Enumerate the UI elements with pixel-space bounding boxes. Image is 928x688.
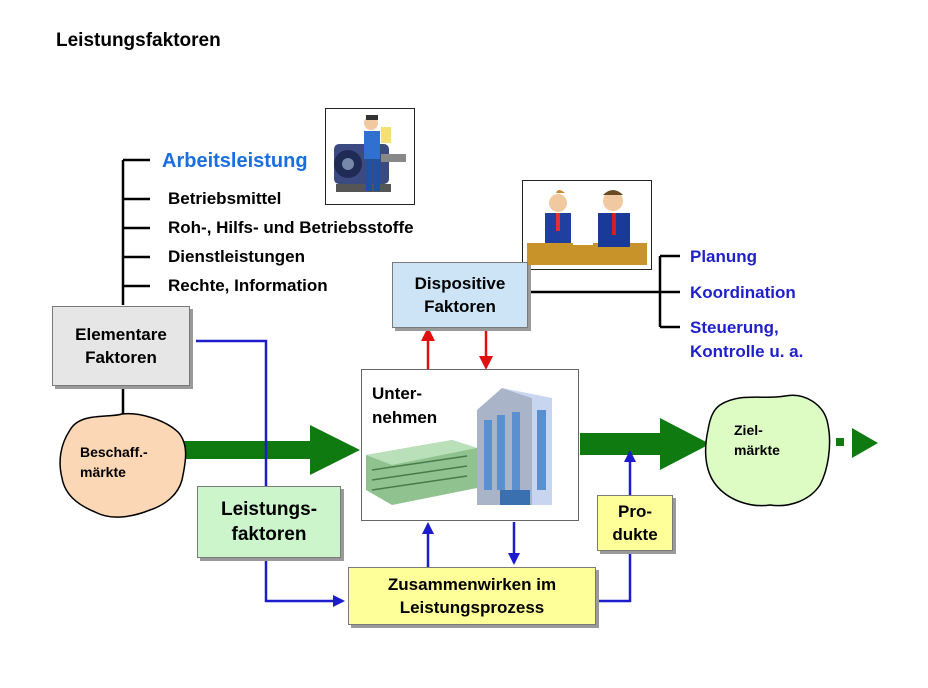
dispositive-box-line: Dispositive xyxy=(414,274,506,293)
ziel-label: Ziel- märkte xyxy=(734,420,780,460)
green-arrow-right xyxy=(580,418,710,470)
green-small-arrow xyxy=(852,428,878,458)
leistungsfaktoren-box: Leistungs- faktoren xyxy=(197,486,341,558)
dispositive-item: Kontrolle u. a. xyxy=(690,342,804,361)
elementare-box-line: Faktoren xyxy=(85,348,157,367)
green-dot xyxy=(836,438,844,446)
elementare-item: Dienstleistungen xyxy=(168,247,305,266)
worker-clipart xyxy=(325,108,415,205)
beschaffung-label: Beschaff.- märkte xyxy=(80,442,148,482)
elementare-item: Betriebsmittel xyxy=(168,189,282,208)
green-arrow-left xyxy=(182,425,360,475)
elementare-box-line: Elementare xyxy=(75,325,167,344)
ziel-line: märkte xyxy=(734,442,780,458)
worker-machine-icon xyxy=(334,115,406,192)
elementare-item: Rechte, Information xyxy=(168,276,328,295)
business-meeting-icon xyxy=(527,190,647,265)
produkte-box: Pro- dukte xyxy=(597,495,673,551)
unternehmen-line: nehmen xyxy=(372,408,438,427)
page-title: Leistungsfaktoren xyxy=(56,30,221,51)
dispositive-faktoren-box: Dispositive Faktoren xyxy=(392,262,528,328)
dispositive-bracket xyxy=(530,254,680,329)
ziel-blob xyxy=(704,394,831,507)
leistungsfaktoren-line: faktoren xyxy=(231,524,307,545)
dispositive-item: Planung xyxy=(690,247,758,266)
unternehmen-box: Unter- nehmen xyxy=(361,369,579,521)
elementare-bracket xyxy=(121,158,150,415)
zusammenwirken-line: Leistungsprozess xyxy=(399,598,545,617)
meeting-clipart xyxy=(522,180,652,270)
zusammenwirken-line: Zusammenwirken im xyxy=(387,575,557,594)
beschaffung-line: Beschaff.- xyxy=(80,444,148,460)
beschaffung-line: märkte xyxy=(80,464,126,480)
unternehmen-line: Unter- xyxy=(372,384,423,403)
dispositive-item: Koordination xyxy=(690,283,796,302)
produkte-line: Pro- xyxy=(618,502,652,521)
arbeitsleistung-label: Arbeitsleistung xyxy=(162,150,308,172)
office-building-icon xyxy=(362,388,578,520)
dispositive-item: Steuerung, xyxy=(690,318,779,337)
produkte-line: dukte xyxy=(612,525,658,544)
dispositive-box-line: Faktoren xyxy=(424,297,496,316)
beschaffung-blob xyxy=(59,412,187,518)
elementare-faktoren-box: Elementare Faktoren xyxy=(52,306,190,386)
blue-line-elementare xyxy=(196,339,345,607)
elementare-item: Roh-, Hilfs- und Betriebsstoffe xyxy=(168,218,414,237)
ziel-line: Ziel- xyxy=(734,422,763,438)
leistungsfaktoren-line: Leistungs- xyxy=(220,499,318,520)
zusammenwirken-box: Zusammenwirken im Leistungsprozess xyxy=(348,567,596,625)
